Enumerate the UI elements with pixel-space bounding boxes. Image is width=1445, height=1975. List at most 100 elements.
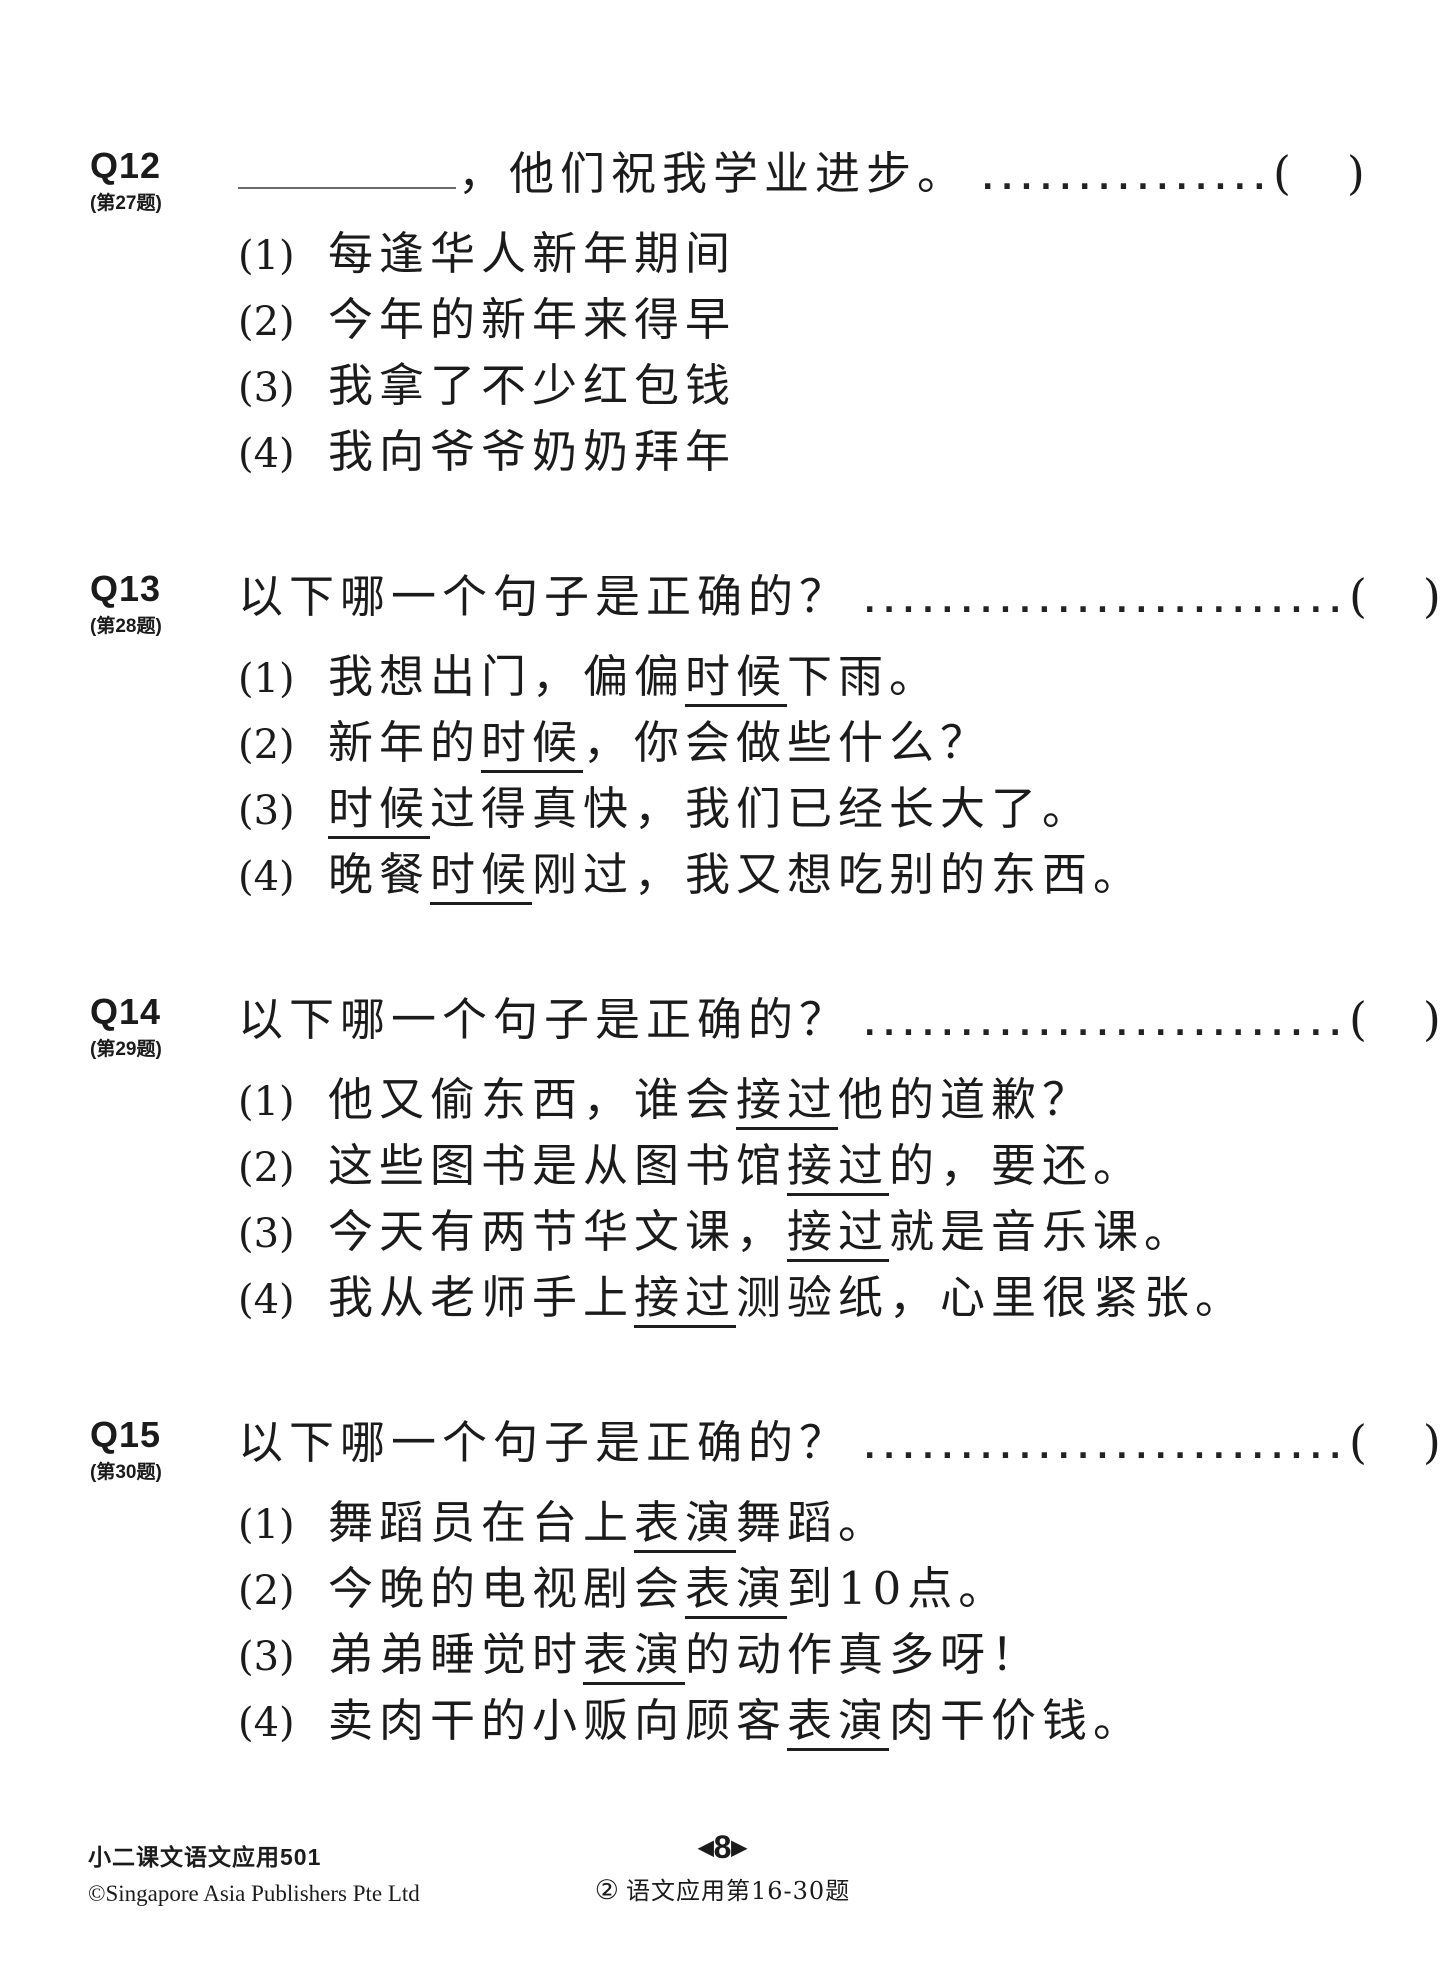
answer-bracket: ()	[1349, 1415, 1441, 1469]
option-row: (1) 舞蹈员在台上表演舞蹈。	[238, 1491, 1415, 1557]
question-q13-header: Q13 (第28题) 以下哪一个句子是正确的？.................…	[90, 568, 1441, 639]
option-row: (3) 今天有两节华文课，接过就是音乐课。	[238, 1200, 1415, 1266]
question-q12-header: Q12 (第27题) ，他们祝我学业进步。...............()	[90, 145, 1415, 216]
option-text-post: 的动作真多呀！	[685, 1628, 1043, 1681]
option-text: 弟弟睡觉时表演的动作真多呀！	[328, 1623, 1042, 1687]
underlined-word: 表演	[685, 1562, 788, 1619]
option-text: 时候过得真快，我们已经长大了。	[328, 777, 1093, 841]
option-row: (4) 晚餐时候刚过，我又想吃别的东西。	[238, 843, 1415, 909]
option-text: 我想出门，偏偏时候下雨。	[328, 645, 940, 709]
stem-text: 以下哪一个句子是正确的？	[238, 993, 851, 1046]
option-text-pre: 他又偷东西，谁会	[328, 1073, 737, 1126]
option-row: (2) 今年的新年来得早	[238, 288, 1415, 354]
question-q13-stem: 以下哪一个句子是正确的？.........................()	[238, 568, 1441, 631]
option-text: 今晚的电视剧会表演到10点。	[328, 1557, 1009, 1621]
option-number: (2)	[238, 722, 295, 768]
option-text-pre: 我向爷爷奶奶拜年	[328, 425, 737, 478]
option-number: (2)	[238, 1568, 295, 1614]
bracket-open: (	[1348, 992, 1367, 1046]
option-text: 我向爷爷奶奶拜年	[328, 420, 736, 484]
question-q15-header: Q15 (第30题) 以下哪一个句子是正确的？.................…	[90, 1414, 1441, 1485]
section-number-badge: ②	[594, 1875, 621, 1906]
question-q15-label-column: Q15 (第30题)	[90, 1414, 238, 1485]
underlined-word: 接过	[736, 1073, 839, 1130]
option-number: (3)	[238, 788, 295, 834]
underlined-word: 表演	[583, 1628, 686, 1685]
option-text-post: 过得真快，我们已经长大了。	[430, 782, 1094, 835]
option-number: (4)	[238, 854, 295, 900]
question-q13-label-column: Q13 (第28题)	[90, 568, 238, 639]
underlined-word: 表演	[787, 1694, 890, 1751]
option-text: 这些图书是从图书馆接过的，要还。	[328, 1134, 1144, 1198]
option-text: 舞蹈员在台上表演舞蹈。	[328, 1491, 889, 1555]
dotted-leader: .........................	[864, 1008, 1349, 1043]
question-number: Q13	[90, 568, 162, 609]
stem-text: ，他们祝我学业进步。	[458, 147, 969, 200]
option-text-pre: 今天有两节华文课，	[328, 1205, 788, 1258]
option-row: (1) 每逢华人新年期间	[238, 222, 1415, 288]
option-row: (4) 卖肉干的小贩向顾客表演肉干价钱。	[238, 1689, 1415, 1755]
dotted-leader: .........................	[864, 1431, 1349, 1466]
option-text-pre: 晚餐	[328, 848, 431, 901]
option-text: 晚餐时候刚过，我又想吃别的东西。	[328, 843, 1144, 907]
underlined-word: 时候	[430, 848, 533, 905]
underlined-word: 接过	[787, 1205, 890, 1262]
bracket-close: )	[1422, 1415, 1441, 1469]
underlined-word: 时候	[685, 650, 788, 707]
option-number: (1)	[238, 656, 295, 702]
stem-line: ，他们祝我学业进步。...............()	[238, 145, 1415, 208]
underlined-word: 接过	[787, 1139, 890, 1196]
dotted-leader: ...............	[982, 162, 1273, 197]
question-sub-number: (第28题)	[90, 616, 162, 637]
option-text-pre: 新年的	[328, 716, 482, 769]
question-number: Q12	[90, 145, 162, 186]
option-number: (3)	[238, 365, 295, 411]
underlined-word: 接过	[634, 1271, 737, 1328]
option-text-pre: 我想出门，偏偏	[328, 650, 686, 703]
option-row: (2) 这些图书是从图书馆接过的，要还。	[238, 1134, 1415, 1200]
answer-bracket: ()	[1349, 992, 1441, 1046]
option-text-pre: 弟弟睡觉时	[328, 1628, 584, 1681]
footer-publisher-block: 小二课文语文应用501 ©Singapore Asia Publishers P…	[88, 1838, 420, 1907]
option-number: (3)	[238, 1211, 295, 1257]
option-number: (4)	[238, 431, 295, 477]
option-number: (1)	[238, 233, 295, 279]
question-number: Q15	[90, 1414, 162, 1455]
question-q15: Q15 (第30题) 以下哪一个句子是正确的？.................…	[90, 1414, 1441, 1755]
question-q15-stem: 以下哪一个句子是正确的？.........................()	[238, 1414, 1441, 1477]
option-row: (3) 弟弟睡觉时表演的动作真多呀！	[238, 1623, 1415, 1689]
option-text-post: 刚过，我又想吃别的东西。	[532, 848, 1145, 901]
copyright-line: ©Singapore Asia Publishers Pte Ltd	[88, 1881, 420, 1906]
option-row: (4) 我向爷爷奶奶拜年	[238, 420, 1415, 486]
page-number-row: ◀8▶	[0, 1830, 1445, 1865]
option-number: (4)	[238, 1700, 295, 1746]
option-row: (2) 新年的时候，你会做些什么？	[238, 711, 1415, 777]
option-text: 他又偷东西，谁会接过他的道歉？	[328, 1068, 1093, 1132]
option-row: (1) 我想出门，偏偏时候下雨。	[238, 645, 1415, 711]
option-text-pre: 今晚的电视剧会	[328, 1562, 686, 1615]
prev-page-icon: ◀	[698, 1837, 714, 1859]
question-sub-number: (第29题)	[90, 1039, 162, 1060]
section-label: 语文应用第16-30题	[626, 1877, 851, 1905]
answer-bracket: ()	[1273, 146, 1365, 200]
question-q15-options: (1) 舞蹈员在台上表演舞蹈。 (2) 今晚的电视剧会表演到10点。 (3) 弟…	[238, 1491, 1415, 1755]
question-q12-label-column: Q12 (第27题)	[90, 145, 238, 216]
question-q14-header: Q14 (第29题) 以下哪一个句子是正确的？.................…	[90, 991, 1441, 1062]
question-q13-options: (1) 我想出门，偏偏时候下雨。 (2) 新年的时候，你会做些什么？ (3) 时…	[238, 645, 1415, 909]
stem-line: 以下哪一个句子是正确的？.........................()	[238, 1414, 1441, 1477]
option-text-post: 测验纸，心里很紧张。	[736, 1271, 1247, 1324]
question-q12-options: (1) 每逢华人新年期间 (2) 今年的新年来得早 (3) 我拿了不少红包钱 (…	[238, 222, 1415, 486]
book-title: 小二课文语文应用501	[88, 1844, 322, 1870]
option-text-post: 他的道歉？	[838, 1073, 1094, 1126]
option-text-post: 舞蹈。	[736, 1496, 890, 1549]
option-row: (2) 今晚的电视剧会表演到10点。	[238, 1557, 1415, 1623]
question-q13: Q13 (第28题) 以下哪一个句子是正确的？.................…	[90, 568, 1441, 909]
underlined-word: 表演	[634, 1496, 737, 1553]
option-number: (1)	[238, 1079, 295, 1125]
dotted-leader: .........................	[864, 585, 1349, 620]
option-text: 卖肉干的小贩向顾客表演肉干价钱。	[328, 1689, 1144, 1753]
option-text-pre: 我拿了不少红包钱	[328, 359, 737, 412]
option-text-pre: 这些图书是从图书馆	[328, 1139, 788, 1192]
option-text-post: 到10点。	[787, 1562, 1010, 1615]
